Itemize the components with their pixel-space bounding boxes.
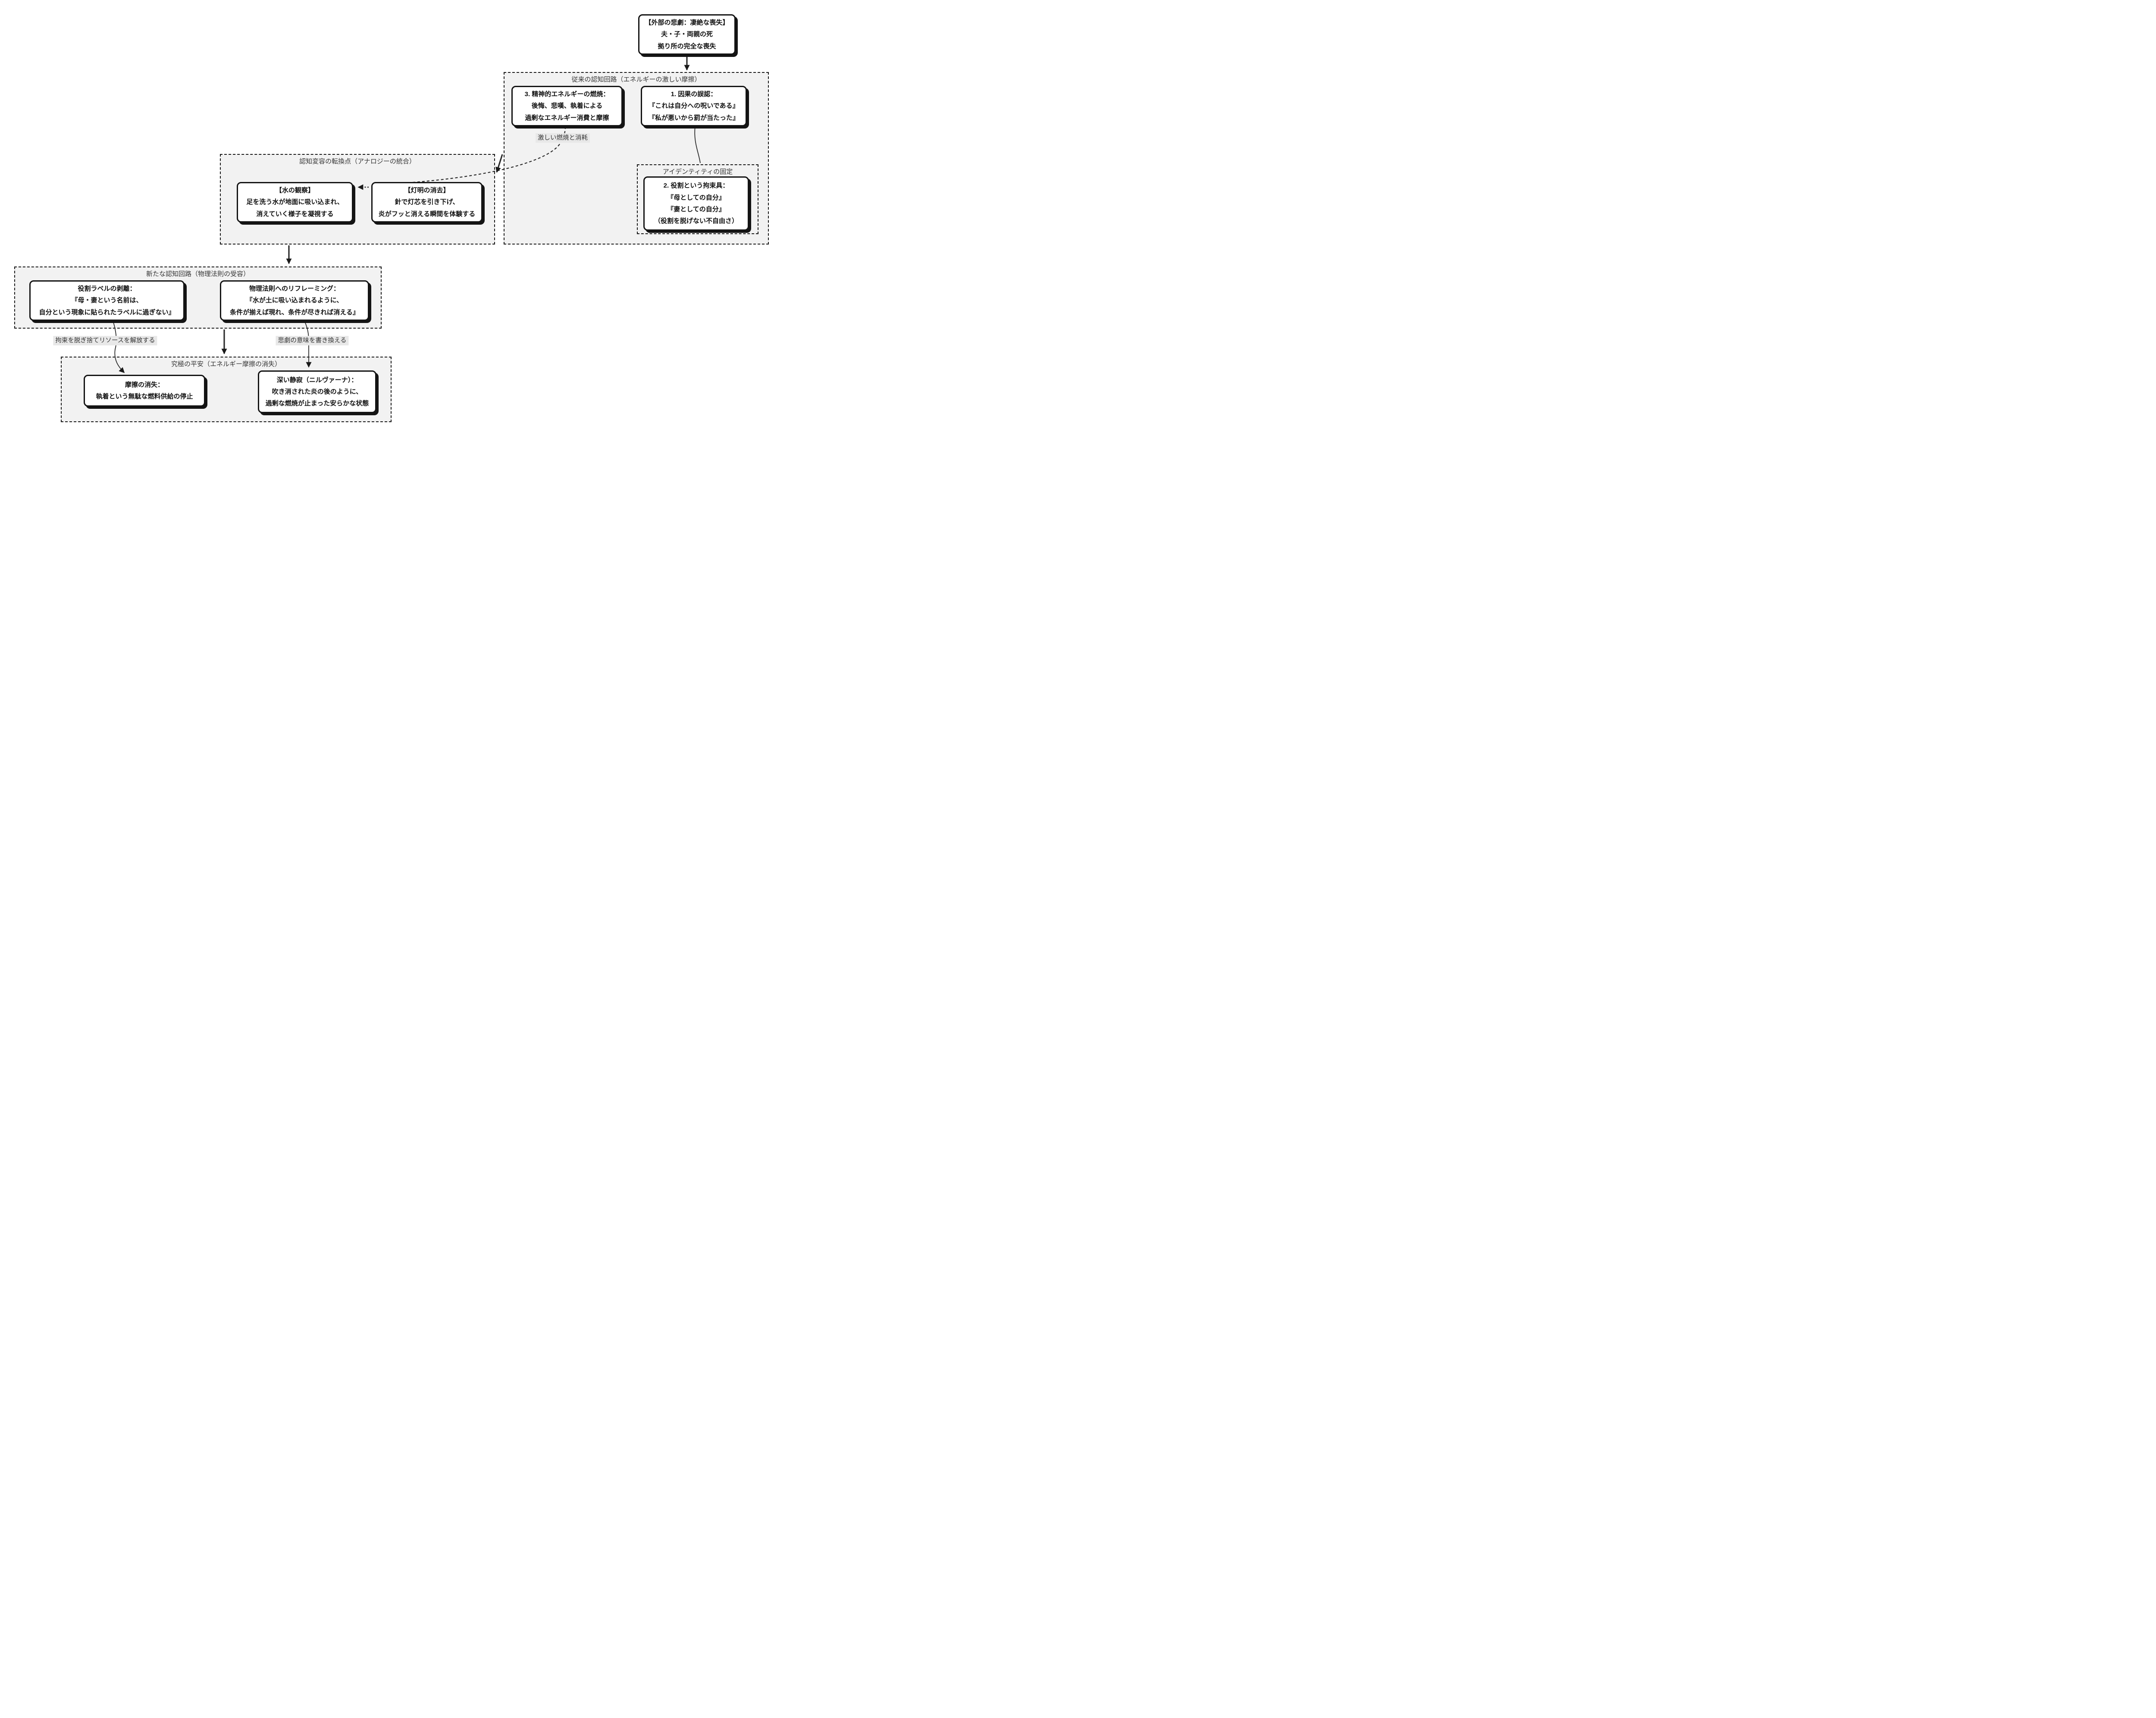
node-mental-energy-burning: 3. 精神的エネルギーの燃焼： 後悔、悲嘆、執着による 過剰なエネルギー消費と摩… [511, 86, 623, 126]
node-lamp-extinguishing: 【灯明の消去】 針で灯芯を引き下げ、 炎がフッと消える瞬間を体験する [371, 182, 483, 223]
node-deep-stillness-text: 深い静寂（ニルヴァーナ）： 吹き消された炎の後のように、 過剰な燃焼が止まった安… [265, 376, 369, 408]
container-identity-fixation-label: アイデンティティの固定 [662, 168, 733, 176]
node-lamp-extinguishing-text: 【灯明の消去】 針で灯芯を引き下げ、 炎がフッと消える瞬間を体験する [378, 187, 476, 218]
flowchart-diagram: 従来の認知回路（エネルギーの激しい摩擦） アイデンティティの固定 認知変容の転換… [0, 0, 780, 430]
node-external-tragedy-text: 【外部の悲劇：凄絶な喪失】 夫・子・両親の死 拠り所の完全な喪失 [645, 19, 729, 50]
node-role-label-removal: 役割ラベルの剥離： 『母・妻という名前は、 自分という現象に貼られたラベルに過ぎ… [29, 280, 185, 321]
container-new-circuit-label: 新たな認知回路（物理法則の受容） [146, 270, 250, 278]
edge-label-release-resources: 拘束を脱ぎ捨てリソースを解放する [53, 335, 157, 346]
node-friction-disappearance-text: 摩擦の消失： 執着という無駄な燃料供給の停止 [96, 381, 193, 400]
node-deep-stillness: 深い静寂（ニルヴァーナ）： 吹き消された炎の後のように、 過剰な燃焼が止まった安… [258, 370, 376, 413]
node-friction-disappearance: 摩擦の消失： 執着という無駄な燃料供給の停止 [84, 375, 205, 407]
edge-label-intense-burning: 激しい燃焼と消耗 [536, 133, 590, 143]
node-role-label-removal-text: 役割ラベルの剥離： 『母・妻という名前は、 自分という現象に貼られたラベルに過ぎ… [39, 285, 175, 316]
container-turning-point-label: 認知変容の転換点（アナロジーの統合） [299, 158, 416, 165]
node-causal-misattribution: 1. 因果の誤認： 『これは自分への呪いである』 『私が悪いから罰が当たった』 [641, 86, 747, 126]
node-physics-reframing-text: 物理法則へのリフレーミング： 『水が土に吸い込まれるように、 条件が揃えば現れ、… [230, 285, 359, 316]
node-water-observation: 【水の観察】 足を洗う水が地面に吸い込まれ、 消えていく様子を凝視する [237, 182, 353, 223]
node-external-tragedy: 【外部の悲劇：凄絶な喪失】 夫・子・両親の死 拠り所の完全な喪失 [638, 14, 736, 55]
node-role-restraint: 2. 役割という拘束具： 『母としての自分』 『妻としての自分』 （役割を脱げな… [643, 176, 749, 231]
node-physics-reframing: 物理法則へのリフレーミング： 『水が土に吸い込まれるように、 条件が揃えば現れ、… [220, 280, 369, 321]
container-conventional-circuit-label: 従来の認知回路（エネルギーの激しい摩擦） [571, 76, 701, 83]
node-role-restraint-text: 2. 役割という拘束具： 『母としての自分』 『妻としての自分』 （役割を脱げな… [654, 182, 738, 225]
edge-conventional-to-turning [495, 154, 503, 173]
edge-label-rewrite-meaning: 悲劇の意味を書き換える [276, 335, 349, 346]
node-causal-misattribution-text: 1. 因果の誤認： 『これは自分への呪いである』 『私が悪いから罰が当たった』 [648, 91, 739, 122]
container-ultimate-peace-label: 究極の平安（エネルギー摩擦の消失） [171, 361, 281, 368]
node-mental-energy-burning-text: 3. 精神的エネルギーの燃焼： 後悔、悲嘆、執着による 過剰なエネルギー消費と摩… [524, 91, 610, 122]
node-water-observation-text: 【水の観察】 足を洗う水が地面に吸い込まれ、 消えていく様子を凝視する [246, 187, 344, 218]
